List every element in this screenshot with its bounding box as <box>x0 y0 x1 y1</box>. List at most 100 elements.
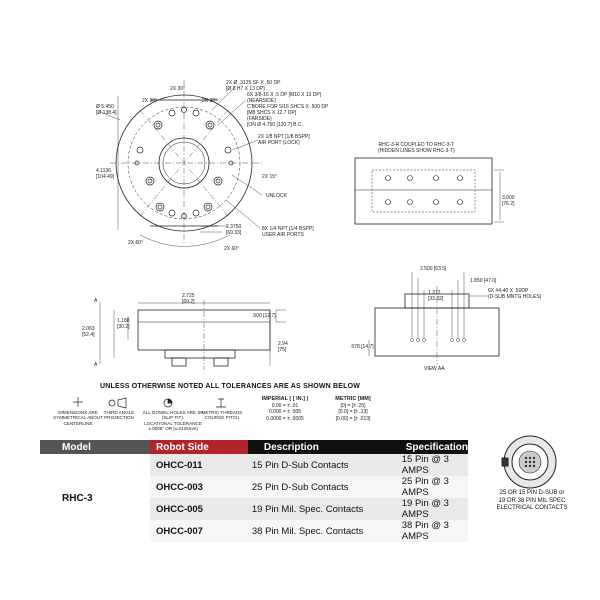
robot-side-cell: OHCC-005 <box>149 498 248 520</box>
angle-label: 2X 30° <box>170 86 186 92</box>
table-header-row: Model Robot Side Description Specificati… <box>40 440 468 454</box>
height-dim: 4.1136[104.49] <box>96 168 114 180</box>
dim-text: 2X 1/8 NPT [1/8 BSPP] <box>258 134 310 140</box>
dim-text: 1.312 <box>428 290 441 296</box>
note-text: (D-SUB MNTG HOLES) <box>488 294 542 300</box>
header-robot-side: Robot Side <box>149 440 248 454</box>
model-cell: RHC-3 <box>40 454 150 542</box>
lock-port-dim: 2X 1/8 NPT [1/8 BSPP]AIR PORT (LOCK) <box>258 134 310 146</box>
angle-label: 2X 60° <box>224 246 240 252</box>
contact-caption: 25 OR 15 PIN D-SUB or 19 OR 38 PIN MIL S… <box>476 490 588 513</box>
robot-side-cell: OHCC-011 <box>149 454 248 476</box>
dim-text: [104.49] <box>96 174 115 180</box>
dim-text: [75] <box>278 347 287 353</box>
imperial-heading: IMPERIAL ( [ IN.] ) <box>261 396 309 402</box>
dim-text: USER AIR PORTS <box>262 232 304 238</box>
caption-text: 25 OR 15 PIN D-SUB or <box>499 490 565 496</box>
angle-label: 2X 30° <box>202 98 218 104</box>
dim-text: [Ø 8 H7 X 13 DP] <box>226 86 265 92</box>
dim-text: [33.32] <box>428 296 444 302</box>
caption-text: ELECTRICAL CONTACTS <box>496 505 568 511</box>
note-text: METRIC THREADS <box>201 410 243 415</box>
dim-text: (FARSIDE) <box>247 116 272 122</box>
dim-text: 6X 3/8-16 X .5 DP [M10 X 13 DP] <box>247 92 322 98</box>
table-row: RHC-3 OHCC-011 15 Pin D-Sub Contacts 15 … <box>40 454 468 542</box>
caption-text: 19 OR 38 PIN MIL SPEC <box>498 497 566 504</box>
view-aa-dim: 2.500 [63.5] <box>420 266 447 272</box>
spec-table: Model Robot Side Description Specificati… <box>40 440 468 542</box>
table-row: OHCC-005 19 Pin Mil. Spec. Contacts 19 P… <box>40 498 468 520</box>
view-aa-dim: 1.312[33.32] <box>428 290 443 302</box>
dim-text: 2.3750 <box>226 224 242 230</box>
note-text: DIMENSIONS ARE <box>58 410 98 415</box>
tolerance-row: 0.000 = ± .005 <box>268 409 302 415</box>
side-total-height-dim: 2.063[52.4] <box>82 326 95 338</box>
tolerance-symbols <box>73 397 226 409</box>
view-aa-drawing <box>368 272 500 364</box>
specification-cell: 15 Pin @ 3 AMPS <box>379 454 468 476</box>
metric-tolerances: METRIC [MM] [0] = [± .25] [0.0] = [± .13… <box>326 396 380 422</box>
dowel-note: ALL DOWEL HOLES ARE SF (SLIP FIT). LOCAT… <box>142 410 204 432</box>
header-model: Model <box>40 440 150 454</box>
description-cell: 19 Pin Mil. Spec. Contacts <box>247 498 380 520</box>
unlock-label: UNLOCK <box>266 193 287 199</box>
section-marker: A <box>94 362 98 368</box>
dowel-hole-dim: 2X Ø .3125 SF X .50 DP[Ø 8 H7 X 13 DP] <box>226 80 280 92</box>
electrical-contact-image <box>501 435 557 489</box>
note-text: CENTERLINE <box>63 420 93 426</box>
side-view-drawing <box>99 300 286 370</box>
header-specification: Specification <box>379 440 468 454</box>
description-cell: 25 Pin D-Sub Contacts <box>247 476 380 498</box>
view-aa-label: VIEW AA <box>424 366 445 372</box>
bolt-hole-dim: 6X 3/8-16 X .5 DP [M10 X 13 DP] (NEARSID… <box>247 92 328 128</box>
metric-thread-note: METRIC THREADS COURSE PITCH <box>198 410 246 421</box>
dim-text: 2.063 <box>82 326 95 332</box>
note-text: THIRD ANGLE <box>103 410 135 415</box>
tolerance-row: [0.00] = [± .013] <box>335 415 371 422</box>
description-cell: 15 Pin D-Sub Contacts <box>247 454 380 476</box>
angle-label: 2X 60° <box>128 240 144 246</box>
dim-text: [69.2] <box>182 299 195 305</box>
dim-text: 1.188 <box>117 318 130 324</box>
note-text: LOCATIONAL TOLERANCE <box>144 420 202 426</box>
dim-text: C'BORE FOR 5/16 SHCS X .500 DP <box>247 104 329 110</box>
specification-cell: 19 Pin @ 3 AMPS <box>379 498 468 520</box>
side-right-dim: 2.94[75] <box>278 341 288 353</box>
dim-text: AIR PORT (LOCK) <box>258 140 300 146</box>
tolerance-title: UNLESS OTHERWISE NOTED ALL TOLERANCES AR… <box>100 383 361 390</box>
side-inner-height-dim: 1.188[30.2] <box>117 318 130 330</box>
dim-text: [30.2] <box>117 324 130 330</box>
dim-text: 8X 1/4 NPT [1/4 BSPP] <box>262 226 314 232</box>
view-aa-dim: .578 [14.7] <box>350 344 374 350</box>
specification-cell: 25 Pin @ 3 AMPS <box>379 476 468 498</box>
side-width-dim: 2.725[69.2] <box>182 293 195 305</box>
description-cell: 38 Pin Mil. Spec. Contacts <box>247 520 380 542</box>
front-view-drawing <box>99 80 263 247</box>
view-aa-dim: 1.850 [47.0] <box>470 278 497 284</box>
dim-text: 4.1136 <box>96 168 111 174</box>
note-text: ±.0005" OR [±.0125mm] <box>148 426 198 432</box>
projection-note: THIRD ANGLE PROJECTION <box>96 410 142 421</box>
dim-text: Ø 5.450 <box>96 104 114 110</box>
robot-side-cell: OHCC-007 <box>149 520 248 542</box>
note-text: COURSE PITCH <box>204 415 240 421</box>
user-port-dim: 8X 1/4 NPT [1/4 BSPP]USER AIR PORTS <box>262 226 314 238</box>
dim-text: 2.725 <box>182 293 195 299</box>
specification-cell: 38 Pin @ 3 AMPS <box>379 520 468 542</box>
angle-dim: 2X 15° <box>262 174 278 180</box>
table-row: OHCC-003 25 Pin D-Sub Contacts 25 Pin @ … <box>40 476 468 498</box>
tolerance-row: 0.0000 = ± .0005 <box>266 415 304 422</box>
header-description: Description <box>247 440 380 454</box>
coupled-title: RHC-3-R COUPLED TO RHC-3-T(HIDDEN LINES … <box>378 142 455 154</box>
dim-text: [76.2] <box>502 201 515 207</box>
section-marker: A <box>94 298 98 304</box>
imperial-tolerances: IMPERIAL ( [ IN.] ) 0.00 = ± .01 0.000 =… <box>252 396 318 422</box>
tolerance-row: [0] = [± .25] <box>340 402 366 409</box>
coupled-view-drawing <box>354 157 504 225</box>
note-text: ALL DOWEL HOLES ARE SF (SLIP FIT). <box>142 410 204 421</box>
title-text: RHC-3-R COUPLED TO RHC-3-T <box>378 142 455 148</box>
tolerance-row: [0.0] = [± .13] <box>338 409 368 415</box>
note-text: PROJECTION <box>104 415 134 421</box>
metric-heading: METRIC [MM] <box>335 396 371 402</box>
